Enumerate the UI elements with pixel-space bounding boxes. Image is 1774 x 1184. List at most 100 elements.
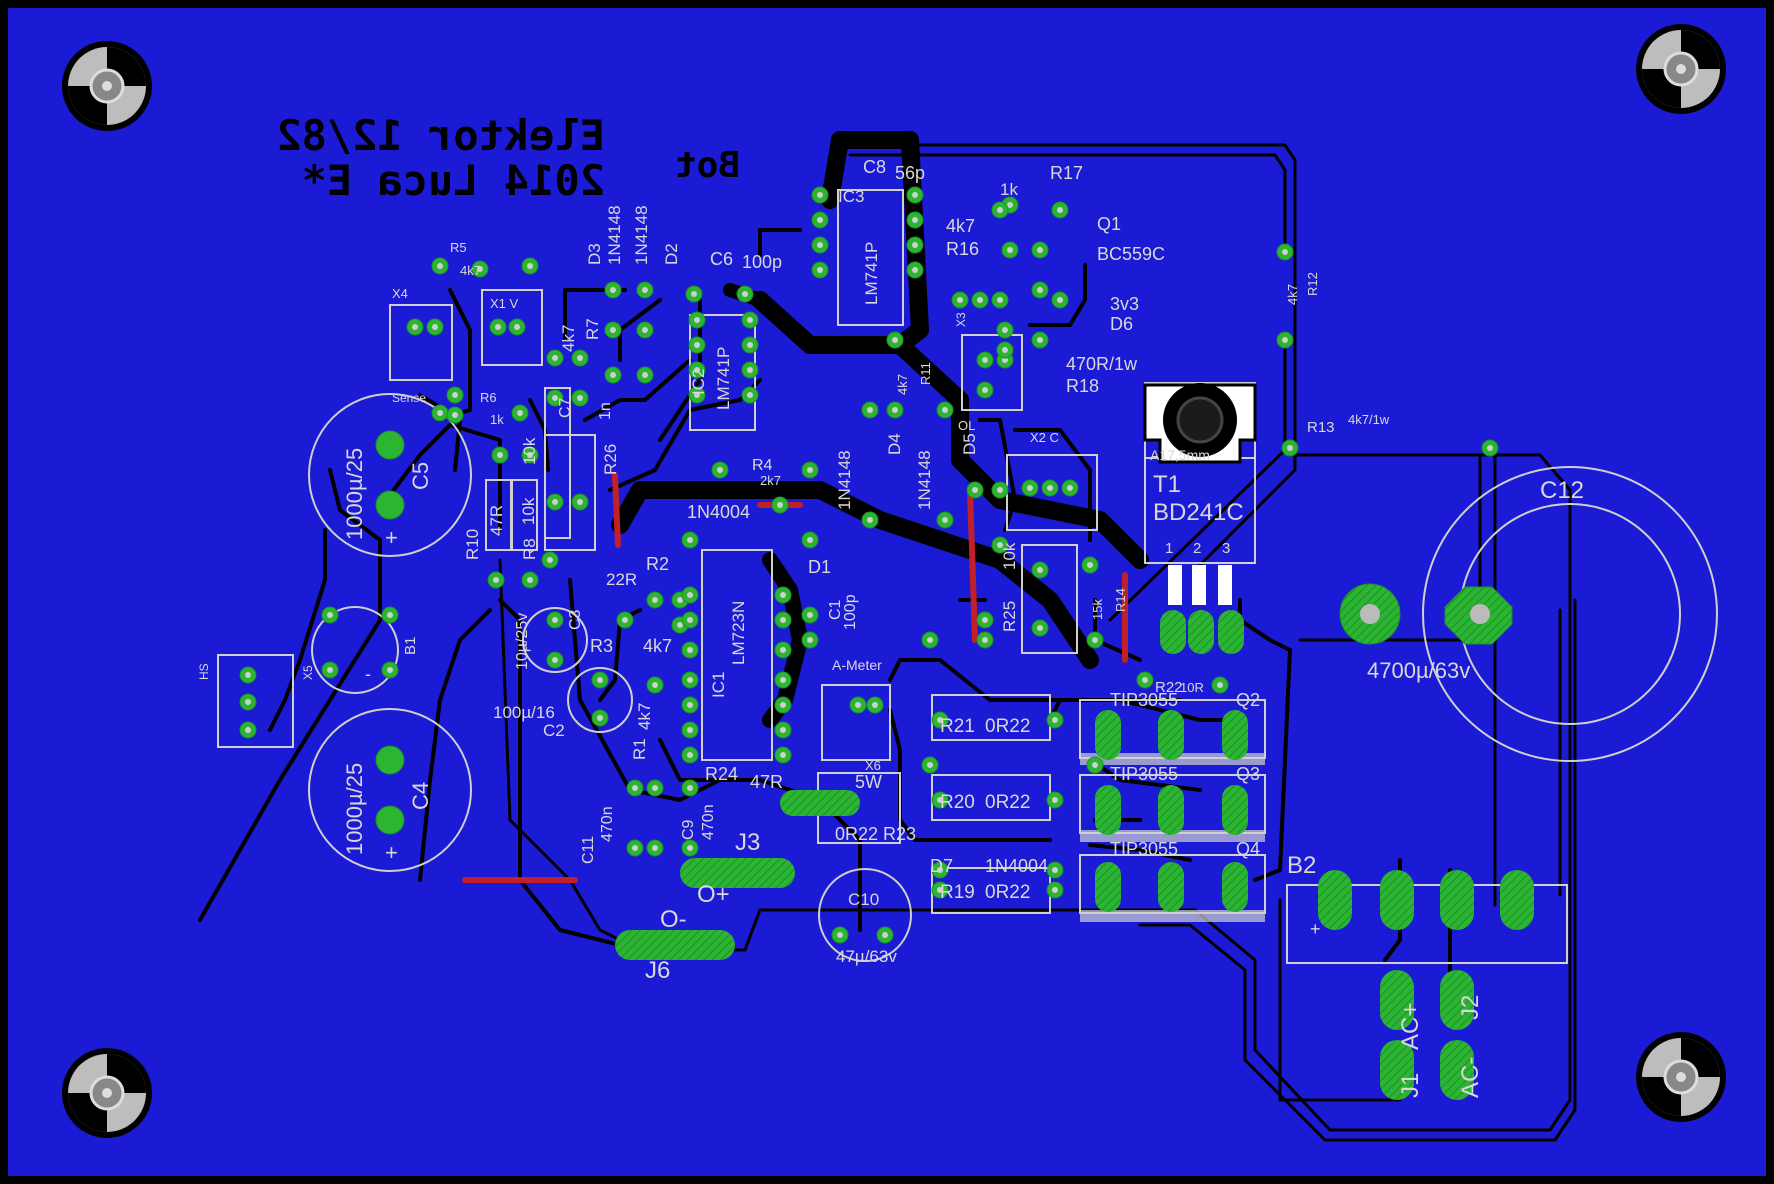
- label-c11-value: 470n: [599, 806, 616, 842]
- label-ic2-value: LM741P: [714, 347, 733, 410]
- drill-hole: [527, 263, 533, 269]
- mounting-hole-bl: [62, 1048, 152, 1138]
- drill-hole: [1037, 567, 1043, 573]
- label-r4: R4: [752, 457, 773, 474]
- label-j6: J6: [645, 957, 670, 984]
- drill-hole: [552, 355, 558, 361]
- drill-hole: [892, 337, 898, 343]
- drill-hole: [747, 342, 753, 348]
- drill-hole: [387, 612, 393, 618]
- label-r25-value: 10k: [1000, 542, 1019, 570]
- label-r26-value: 10k: [520, 437, 539, 465]
- label-b2: B2: [1287, 852, 1316, 879]
- drill-hole: [912, 242, 918, 248]
- drill-hole: [687, 845, 693, 851]
- drill-hole: [610, 327, 616, 333]
- label-t1-package: A17,5mm: [1150, 447, 1210, 463]
- drill-hole: [652, 597, 658, 603]
- drill-hole: [1002, 327, 1008, 333]
- label-d6-value: 3v3: [1110, 294, 1139, 314]
- drill-hole: [327, 612, 333, 618]
- label-d2-value: 1N4148: [632, 205, 651, 265]
- drill-hole: [497, 452, 503, 458]
- drill-hole: [517, 410, 523, 416]
- drill-hole: [807, 637, 813, 643]
- label-c10-value: 47µ/63v: [836, 947, 897, 966]
- drill-hole: [632, 845, 638, 851]
- drill-hole: [577, 355, 583, 361]
- label-r6-value: 1k: [490, 412, 504, 427]
- label-r17: R17: [1050, 163, 1083, 183]
- drill-hole: [694, 317, 700, 323]
- label-c10: C10: [848, 890, 879, 909]
- label-x2: X2 C: [1030, 430, 1059, 445]
- drill-hole: [694, 367, 700, 373]
- label-r13-value: 4k7/1w: [1348, 412, 1390, 427]
- drill-hole: [1027, 485, 1033, 491]
- label-r18: R18: [1066, 376, 1099, 396]
- drill-hole: [412, 324, 418, 330]
- drill-hole: [493, 577, 499, 583]
- label-r7: R7: [583, 318, 602, 340]
- label-sense: Sense: [392, 391, 426, 405]
- label-c1: C1: [827, 599, 844, 620]
- label-r22-value: 10R: [1180, 680, 1204, 695]
- drill-hole: [817, 192, 823, 198]
- drill-hole: [597, 677, 603, 683]
- drill-hole: [972, 487, 978, 493]
- drill-hole: [1052, 887, 1058, 893]
- drill-hole: [245, 727, 251, 733]
- label-x1: X1 V: [490, 296, 519, 311]
- label-q2: Q2: [1236, 690, 1260, 710]
- drill-hole: [1052, 867, 1058, 873]
- large-pads: [375, 430, 1534, 1100]
- label-c4-value: 1000µ/25: [342, 763, 367, 855]
- drill-hole: [552, 617, 558, 623]
- label-d7-value: 1N4004: [985, 856, 1048, 876]
- label-r1: R1: [630, 738, 649, 760]
- drill-hole: [997, 207, 1003, 213]
- label-ic1: IC1: [709, 672, 728, 698]
- mirror-text-bot: Bot: [675, 145, 740, 186]
- label-c5-value: 1000µ/25: [342, 448, 367, 540]
- drill-hole: [514, 324, 520, 330]
- drill-hole: [927, 637, 933, 643]
- drill-hole: [780, 592, 786, 598]
- label-r17-value: 1k: [1000, 180, 1018, 199]
- label-d2: D2: [662, 243, 681, 265]
- drill-hole: [780, 647, 786, 653]
- label-r21: R21: [940, 716, 975, 737]
- drill-hole: [1092, 637, 1098, 643]
- label-t1-pin2: 2: [1193, 540, 1201, 557]
- drill-hole: [1287, 445, 1293, 451]
- drill-hole: [982, 617, 988, 623]
- drill-hole: [942, 407, 948, 413]
- drill-hole: [327, 667, 333, 673]
- drill-hole: [1037, 337, 1043, 343]
- label-d5: D5: [960, 433, 979, 455]
- label-c3: C3: [567, 609, 584, 630]
- drill-hole: [452, 412, 458, 418]
- drill-hole: [687, 592, 693, 598]
- drill-hole: [1087, 562, 1093, 568]
- label-t1: T1: [1153, 471, 1181, 498]
- label-j2: J2: [1457, 995, 1484, 1020]
- mirror-text-line1: Elektor 12/82: [276, 111, 605, 160]
- label-x3: X3: [954, 312, 968, 327]
- label-x6: X6: [865, 758, 881, 773]
- label-c9-value: 470n: [700, 804, 717, 840]
- drill-hole: [597, 715, 603, 721]
- drill-hole: [780, 752, 786, 758]
- drill-hole: [1487, 445, 1493, 451]
- label-r11: R11: [918, 362, 933, 385]
- label-c11: C11: [580, 836, 597, 864]
- drill-hole: [687, 752, 693, 758]
- label-q1-value: BC559C: [1097, 244, 1165, 264]
- label-d3: D3: [585, 243, 604, 265]
- label-r21-value: 0R22: [985, 716, 1030, 737]
- label-c5: C5: [408, 462, 433, 490]
- label-d5-value: 1N4148: [915, 450, 934, 510]
- drill-hole: [867, 407, 873, 413]
- drill-hole: [807, 467, 813, 473]
- label-r24-value: 47R: [750, 772, 783, 792]
